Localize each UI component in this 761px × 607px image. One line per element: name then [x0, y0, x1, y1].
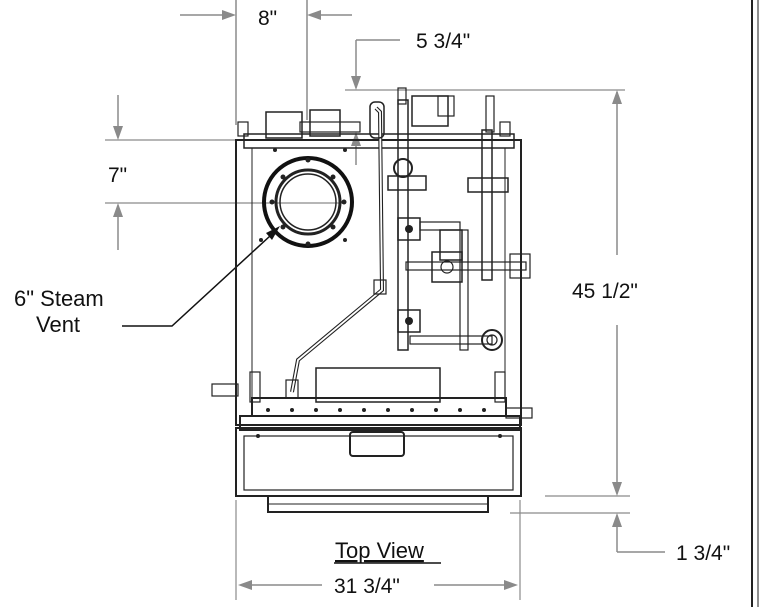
unit-body	[211, 87, 533, 513]
dim-width-top-label: 8"	[258, 7, 277, 30]
steam-vent-callout: 6" Steam Vent	[14, 226, 280, 337]
dim-offset-top: 5 3/4"	[345, 30, 625, 165]
callout-line2: Vent	[36, 312, 80, 337]
dim-width-top: 8"	[180, 0, 352, 125]
dim-bottom-offset: 1 3/4"	[510, 512, 730, 565]
dim-overall-width: 31 3/4"	[235, 500, 521, 600]
dim-vent-offset: 7"	[105, 95, 345, 250]
dim-offset-top-label: 5 3/4"	[416, 30, 470, 53]
dim-depth: 45 1/2"	[545, 90, 638, 497]
dim-vent-offset-label: 7"	[108, 164, 127, 187]
callout-line1: 6" Steam	[14, 286, 104, 311]
view-title: Top View	[335, 538, 424, 563]
dim-depth-label: 45 1/2"	[572, 280, 638, 303]
dim-overall-width-label: 31 3/4"	[334, 575, 400, 598]
dim-bottom-offset-label: 1 3/4"	[676, 542, 730, 565]
